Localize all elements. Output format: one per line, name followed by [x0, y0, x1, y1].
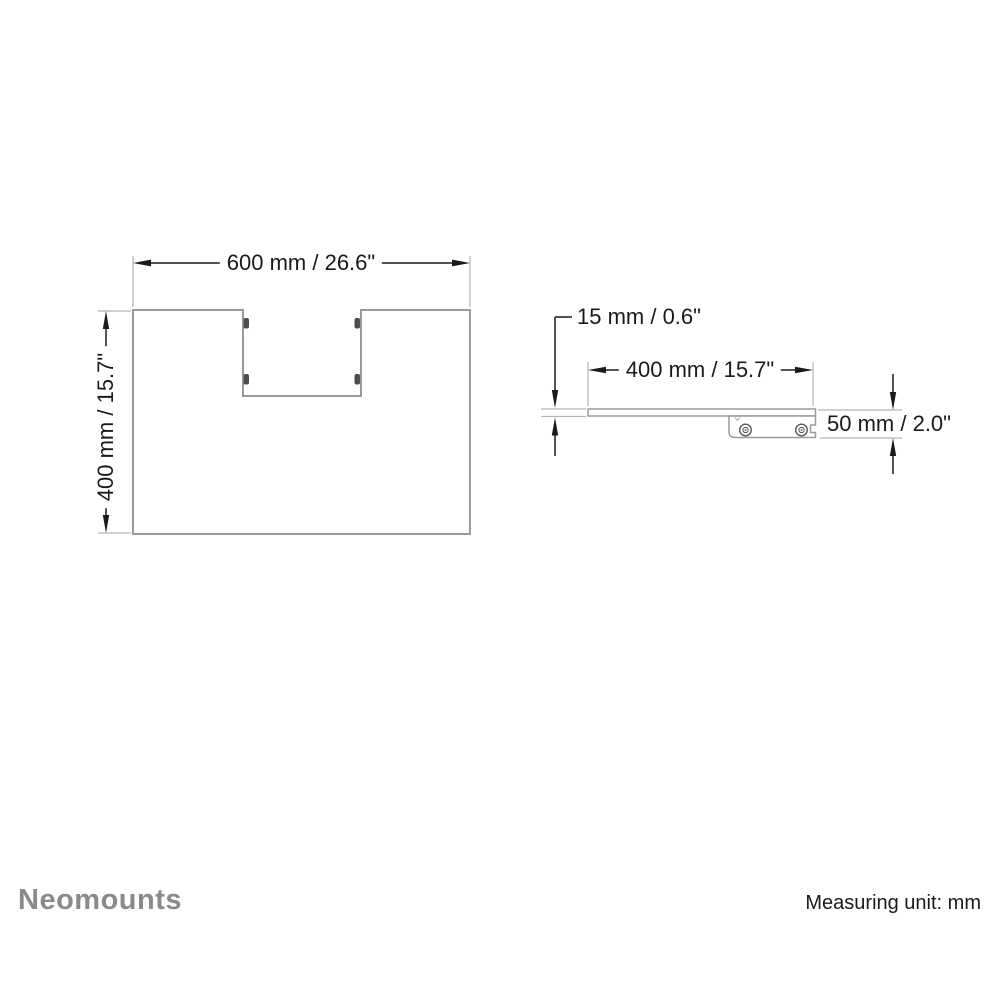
arrowhead-up-icon	[889, 438, 897, 456]
arrowhead-left-icon	[133, 259, 151, 267]
notch-clip-right-bottom	[354, 374, 360, 385]
top-view	[132, 309, 471, 535]
side-view-height-dimension-label: 50 mm / 2.0"	[820, 411, 958, 437]
neomounts-logo: Neomounts	[18, 884, 182, 916]
side-view-shelf-plate	[587, 408, 817, 417]
notch-clip-left-top	[243, 318, 249, 329]
arrowhead-right-icon	[452, 259, 470, 267]
arrowhead-left-icon	[588, 366, 606, 374]
arrowhead-up-icon	[551, 417, 559, 436]
screw-icon	[795, 423, 809, 437]
side-view-thickness-dimension-label: 15 mm / 0.6"	[577, 304, 701, 330]
notch-clip-left-bottom	[243, 374, 249, 385]
measuring-unit-note: Measuring unit: mm	[805, 892, 981, 914]
notch-clip-right-top	[354, 318, 360, 329]
arrowhead-down-icon	[551, 390, 559, 408]
screw-icon	[739, 423, 753, 437]
arrowhead-up-icon	[102, 311, 110, 329]
arrowhead-down-icon	[889, 392, 897, 410]
dim-side-thickness-15	[541, 316, 586, 456]
dim-side-height-50	[818, 374, 902, 474]
top-view-width-dimension-label: 600 mm / 26.6"	[219, 250, 383, 276]
top-view-height-dimension-label: 400 mm / 15.7"	[93, 345, 119, 509]
side-view-depth-dimension-label: 400 mm / 15.7"	[618, 357, 782, 383]
arrowhead-right-icon	[795, 366, 813, 374]
side-view	[587, 408, 817, 439]
bracket-detail-notch	[734, 417, 741, 422]
top-view-shelf-outline	[132, 309, 471, 535]
arrowhead-down-icon	[102, 515, 110, 533]
